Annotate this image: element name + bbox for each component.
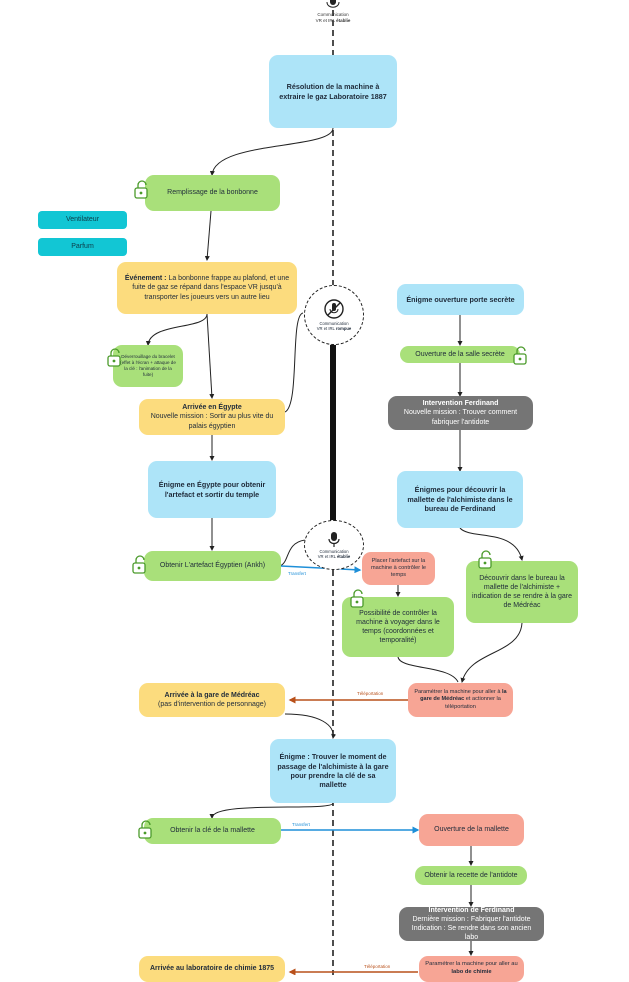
node-evenement-bold: Événement : bbox=[124, 275, 167, 283]
top-comm-line1: Communication bbox=[317, 12, 349, 17]
unlock-icon-decouvrir bbox=[478, 550, 492, 569]
node-arrivee-gare[interactable]: Arrivée à la gare de Médréac (pas d'inte… bbox=[139, 683, 285, 717]
node-obtenir-recette-text: Obtenir la recette de l'antidote bbox=[424, 871, 518, 879]
node-enigme-porte-text: Énigme ouverture porte secrète bbox=[406, 294, 515, 304]
node-intervention-ferdinand-2[interactable]: Intervention de Ferdinand Dernière missi… bbox=[399, 907, 544, 941]
node-ventilateur[interactable]: Ventilateur bbox=[38, 211, 127, 229]
circle-ok-line2-bold: établie bbox=[336, 554, 351, 559]
node-evenement[interactable]: Événement : La bonbonne frappe au plafon… bbox=[117, 262, 297, 314]
circle-cut-line1: Communication bbox=[319, 320, 349, 326]
node-arrivee-egypte[interactable]: Arrivée en Égypte Nouvelle mission : Sor… bbox=[139, 399, 285, 435]
top-comm-line2-text: VR et IRL bbox=[315, 17, 337, 23]
node-resolution-machine[interactable]: Résolution de la machine à extraire le g… bbox=[269, 55, 397, 128]
node-parfum[interactable]: Parfum bbox=[38, 238, 127, 256]
node-arrivee-labo-text: Arrivée au laboratoire de chimie 1875 bbox=[149, 965, 275, 973]
node-deverrouillage-bracelet[interactable]: Déverrouillage du bracelet (effet à l'éc… bbox=[113, 345, 183, 387]
node-parametrer-labo-a: Paramétrer la machine pour aller au bbox=[425, 961, 518, 968]
node-parametrer-gare-a: Paramétrer la machine pour aller à bbox=[414, 689, 502, 696]
node-parametrer-labo-b: labo de chimie bbox=[451, 969, 492, 975]
node-ouverture-salle[interactable]: Ouverture de la salle secrète bbox=[400, 346, 520, 363]
communication-cut-circle: Communication VR et IRL rompue bbox=[304, 285, 364, 345]
circle-cut-line2-bold: rompue bbox=[335, 326, 352, 331]
node-remplissage-bonbonne[interactable]: Remplissage de la bonbonne bbox=[145, 175, 280, 211]
microphone-icon-top bbox=[326, 0, 340, 8]
node-placer-artefact[interactable]: Placer l'artefact sur la machine à contr… bbox=[362, 552, 435, 585]
unlock-icon-remplissage bbox=[134, 180, 148, 199]
node-enigme-gare-text: Énigme : Trouver le moment de passage de… bbox=[277, 752, 389, 790]
edge-label-teleport-1: Téléportation bbox=[357, 691, 384, 696]
node-resolution-text: Résolution de la machine à extraire le g… bbox=[279, 82, 387, 101]
node-parfum-text: Parfum bbox=[71, 243, 94, 251]
edge-label-transfer-2: Transfert bbox=[292, 822, 310, 827]
node-remplissage-text: Remplissage de la bonbonne bbox=[167, 189, 258, 197]
node-obtenir-cle-text: Obtenir la clé de la mallette bbox=[170, 827, 255, 835]
node-enigme-egypte-text: Énigme en Égypte pour obtenir l'artefact… bbox=[158, 480, 266, 499]
edge-label-transfer-1: Transfert bbox=[288, 571, 306, 576]
communication-ok-circle: Communication VR et IRL établie bbox=[304, 520, 364, 570]
node-parametrer-labo[interactable]: Paramétrer la machine pour aller au labo… bbox=[419, 956, 524, 982]
node-enigme-egypte[interactable]: Énigme en Égypte pour obtenir l'artefact… bbox=[148, 461, 276, 518]
node-arrivee-labo[interactable]: Arrivée au laboratoire de chimie 1875 bbox=[139, 956, 285, 982]
node-ferdinand2-title: Intervention de Ferdinand bbox=[428, 906, 515, 914]
node-possibilite-text: Possibilité de contrôler la machine à vo… bbox=[356, 609, 440, 645]
circle-cut-line2-text: VR et IRL bbox=[316, 326, 336, 331]
node-parametrer-gare-text: Paramétrer la machine pour aller à la ga… bbox=[414, 689, 507, 711]
unlock-icon-deverrouillage bbox=[107, 348, 121, 367]
node-decouvrir-mallette[interactable]: Découvrir dans le bureau la mallette de … bbox=[466, 561, 578, 623]
circle-ok-line2: VR et IRL établie bbox=[318, 554, 350, 559]
top-communication-label: Communication VR et IRL établie bbox=[303, 12, 363, 23]
node-ouverture-mallette[interactable]: Ouverture de la mallette bbox=[419, 814, 524, 846]
node-enigme-gare[interactable]: Énigme : Trouver le moment de passage de… bbox=[270, 739, 396, 803]
unlock-icon-salle bbox=[513, 346, 527, 365]
node-obtenir-artefact[interactable]: Obtenir L'artefact Égyptien (Ankh) bbox=[144, 551, 281, 581]
left-flow-connectors bbox=[145, 127, 337, 819]
node-evenement-text: Événement : La bonbonne frappe au plafon… bbox=[123, 274, 291, 301]
node-intervention-ferdinand[interactable]: Intervention Ferdinand Nouvelle mission … bbox=[388, 396, 533, 430]
unlock-icon-possibilite bbox=[350, 589, 364, 608]
unlock-icon-artefact bbox=[132, 555, 146, 574]
top-comm-line2-bold: établie bbox=[336, 17, 351, 23]
circle-cut-label: Communication VR et IRL rompue bbox=[317, 321, 352, 331]
circle-ok-line2-text: VR et IRL bbox=[317, 554, 337, 559]
top-comm-line2: VR et IRL établie bbox=[303, 18, 363, 24]
node-ferdinand2-line2: Indication : Se rendre dans son ancien l… bbox=[411, 925, 532, 942]
node-obtenir-cle[interactable]: Obtenir la clé de la mallette bbox=[144, 818, 281, 844]
circle-ok-label: Communication VR et IRL établie bbox=[318, 549, 350, 559]
node-parametrer-gare-b: la gare de Médréac bbox=[420, 689, 507, 703]
node-ferdinand-title: Intervention Ferdinand bbox=[422, 400, 499, 408]
node-obtenir-artefact-text: Obtenir L'artefact Égyptien (Ankh) bbox=[159, 562, 266, 570]
transfer-arrow-artefact bbox=[280, 565, 362, 574]
node-arrivee-egypte-text: Nouvelle mission : Sortir au plus vite d… bbox=[150, 413, 274, 430]
circle-ok-line1: Communication bbox=[319, 548, 349, 554]
node-ouverture-mallette-text: Ouverture de la mallette bbox=[434, 826, 509, 834]
microphone-icon bbox=[328, 531, 340, 547]
node-evenement-body: La bonbonne frappe au plafond, et une fu… bbox=[132, 275, 290, 301]
node-enigme-porte[interactable]: Énigme ouverture porte secrète bbox=[397, 284, 524, 315]
unlock-icon-cle bbox=[138, 820, 152, 839]
right-flow-connectors bbox=[395, 314, 524, 956]
node-enigmes-mallette-text: Énigmes pour découvrir la mallette de l'… bbox=[407, 485, 513, 514]
node-arrivee-egypte-title: Arrivée en Égypte bbox=[182, 404, 242, 412]
node-deverrouillage-text: Déverrouillage du bracelet (effet à l'éc… bbox=[120, 354, 176, 377]
node-placer-artefact-text: Placer l'artefact sur la machine à contr… bbox=[370, 557, 427, 579]
node-arrivee-gare-title: Arrivée à la gare de Médréac bbox=[164, 691, 260, 699]
node-decouvrir-text: Découvrir dans le bureau la mallette de … bbox=[472, 574, 573, 610]
edge-label-teleport-2: Téléportation bbox=[364, 964, 391, 969]
node-parametrer-labo-text: Paramétrer la machine pour aller au labo… bbox=[425, 961, 518, 976]
node-ferdinand-text: Nouvelle mission : Trouver comment fabri… bbox=[403, 409, 518, 426]
node-enigmes-mallette[interactable]: Énigmes pour découvrir la mallette de l'… bbox=[397, 471, 523, 528]
node-ferdinand2-line1: Dernière mission : Fabriquer l'antidote bbox=[412, 915, 531, 923]
circle-cut-line2: VR et IRL rompue bbox=[317, 326, 352, 331]
node-ventilateur-text: Ventilateur bbox=[65, 216, 100, 224]
node-parametrer-gare-c: et actionner la téléportation bbox=[445, 696, 501, 710]
node-parametrer-gare[interactable]: Paramétrer la machine pour aller à la ga… bbox=[408, 683, 513, 717]
muted-microphone-icon bbox=[324, 299, 344, 319]
node-obtenir-recette[interactable]: Obtenir la recette de l'antidote bbox=[415, 866, 527, 885]
node-ouverture-salle-text: Ouverture de la salle secrète bbox=[415, 350, 505, 358]
node-arrivee-gare-text: (pas d'intervention de personnage) bbox=[158, 701, 266, 708]
